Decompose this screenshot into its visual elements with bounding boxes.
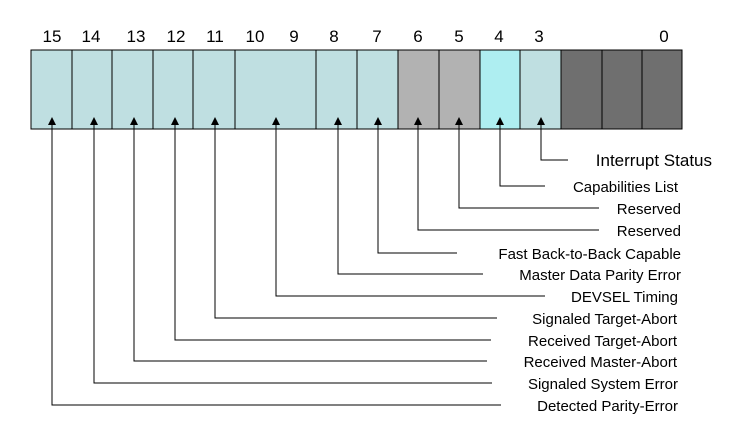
leader-line-received-target-abort [171,117,491,341]
field-label-reserved-bit-5: Reserved [617,201,681,218]
bit-number-15: 15 [43,27,62,46]
leader-line-capabilities-list [496,117,545,187]
leader-line-reserved-bit-6 [414,117,599,231]
field-label-interrupt-status: Interrupt Status [596,151,712,170]
bit-number-10: 10 [246,27,265,46]
bit-number-7: 7 [372,27,381,46]
register-cell-bit-1 [601,49,643,130]
bit-number-6: 6 [413,27,422,46]
field-label-signaled-target-abort: Signaled Target-Abort [532,311,678,328]
leader-line-master-data-parity [334,117,483,275]
bit-number-row: 15 14 13 12 11 10 9 8 7 6 5 4 3 0 [43,27,669,46]
register-cell-bit-13 [111,49,154,130]
register-cell-bit-11 [192,49,236,130]
register-cell-bit-6 [397,49,440,130]
bit-number-3: 3 [534,27,543,46]
register-cell-bit-14 [71,49,113,130]
bit-number-13: 13 [127,27,146,46]
field-labels: Interrupt Status Capabilities List Reser… [498,151,712,415]
register-cell-bit-2 [560,49,603,130]
bit-number-11: 11 [206,27,224,46]
bit-number-8: 8 [329,27,338,46]
field-label-reserved-bit-6: Reserved [617,223,681,240]
field-label-received-master-abort: Received Master-Abort [524,354,678,371]
bit-number-0: 0 [659,27,668,46]
field-label-received-target-abort: Received Target-Abort [528,333,678,350]
leader-line-devsel-timing [272,117,545,297]
leader-line-received-master-abort [130,117,487,362]
register-cell-bit-0 [641,49,683,130]
field-label-devsel-timing: DEVSEL Timing [571,289,678,306]
register-cell-bit-5 [438,49,481,130]
leader-line-signaled-system-error [90,117,492,384]
bit-number-4: 4 [494,27,503,46]
register-cell-bit-12 [152,49,194,130]
field-label-capabilities-list: Capabilities List [573,179,679,196]
register-cell-bit-4 [479,49,521,130]
leader-line-signaled-target-abort [211,117,497,319]
leader-line-reserved-bit-5 [455,117,599,209]
register-cell-bit-3 [519,49,562,130]
register-cell-bits-10-9 [234,49,317,130]
register-cell-bit-15 [30,49,73,130]
register-cell-bit-7 [356,49,399,130]
bit-number-9: 9 [289,27,298,46]
bit-number-5: 5 [454,27,463,46]
field-label-fast-back-to-back: Fast Back-to-Back Capable [498,246,681,263]
field-label-signaled-system-error: Signaled System Error [528,376,678,393]
bit-number-12: 12 [167,27,186,46]
leader-lines [48,117,599,406]
register-cells [30,49,683,130]
field-label-detected-parity-error: Detected Parity-Error [537,398,678,415]
leader-line-fast-back-to-back [374,117,457,254]
leader-line-detected-parity-error [48,117,501,406]
bit-number-14: 14 [82,27,101,46]
field-label-master-data-parity: Master Data Parity Error [519,267,681,284]
register-cell-bit-8 [315,49,358,130]
leader-line-interrupt-status [537,117,568,161]
